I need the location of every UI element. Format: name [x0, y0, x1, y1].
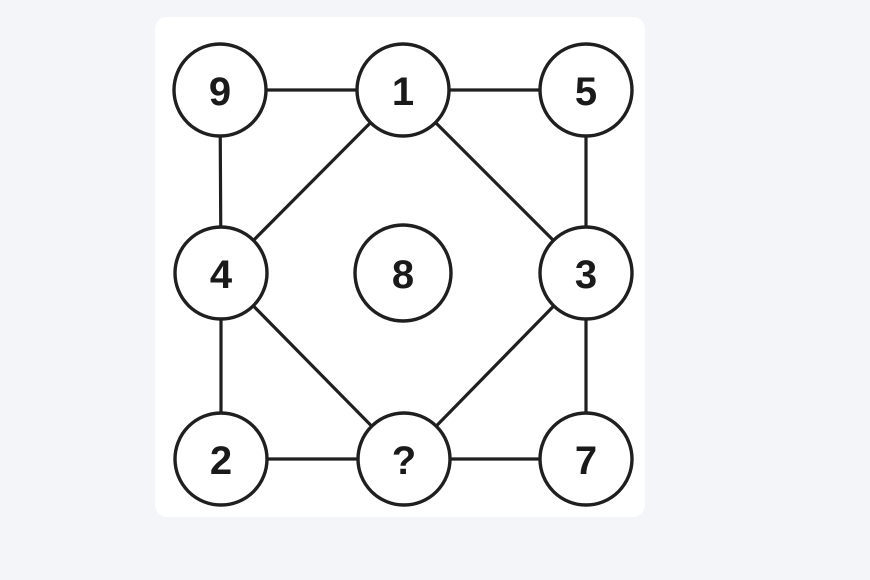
node-bottom-left: 2 [173, 411, 269, 507]
node-circle [356, 411, 452, 507]
node-circle [173, 225, 269, 321]
node-value-label: 1 [392, 70, 414, 114]
node-circle [353, 223, 453, 323]
number-nodes: 9 1 5 4 8 3 2? 7 [172, 42, 634, 507]
node-bottom-right: 7 [538, 411, 634, 507]
node-circle [538, 411, 634, 507]
node-circle [538, 225, 634, 321]
node-circle [173, 411, 269, 507]
node-value-label: 7 [575, 439, 597, 483]
node-value-label: 5 [575, 70, 597, 114]
node-value-label: 8 [392, 253, 414, 297]
node-circle [172, 42, 268, 138]
node-value-label: 2 [210, 439, 232, 483]
node-value-label: 3 [575, 253, 597, 297]
node-middle-left: 4 [173, 225, 269, 321]
node-top-right: 5 [538, 42, 634, 138]
node-center: 8 [353, 223, 453, 323]
node-top-middle: 1 [355, 42, 451, 138]
node-middle-right: 3 [538, 225, 634, 321]
node-value-label: 9 [209, 70, 231, 114]
node-bottom-middle: ? [356, 411, 452, 507]
node-circle [538, 42, 634, 138]
node-value-label: 4 [210, 253, 233, 297]
unknown-value-label: ? [392, 439, 416, 483]
node-circle [355, 42, 451, 138]
node-top-left: 9 [172, 42, 268, 138]
